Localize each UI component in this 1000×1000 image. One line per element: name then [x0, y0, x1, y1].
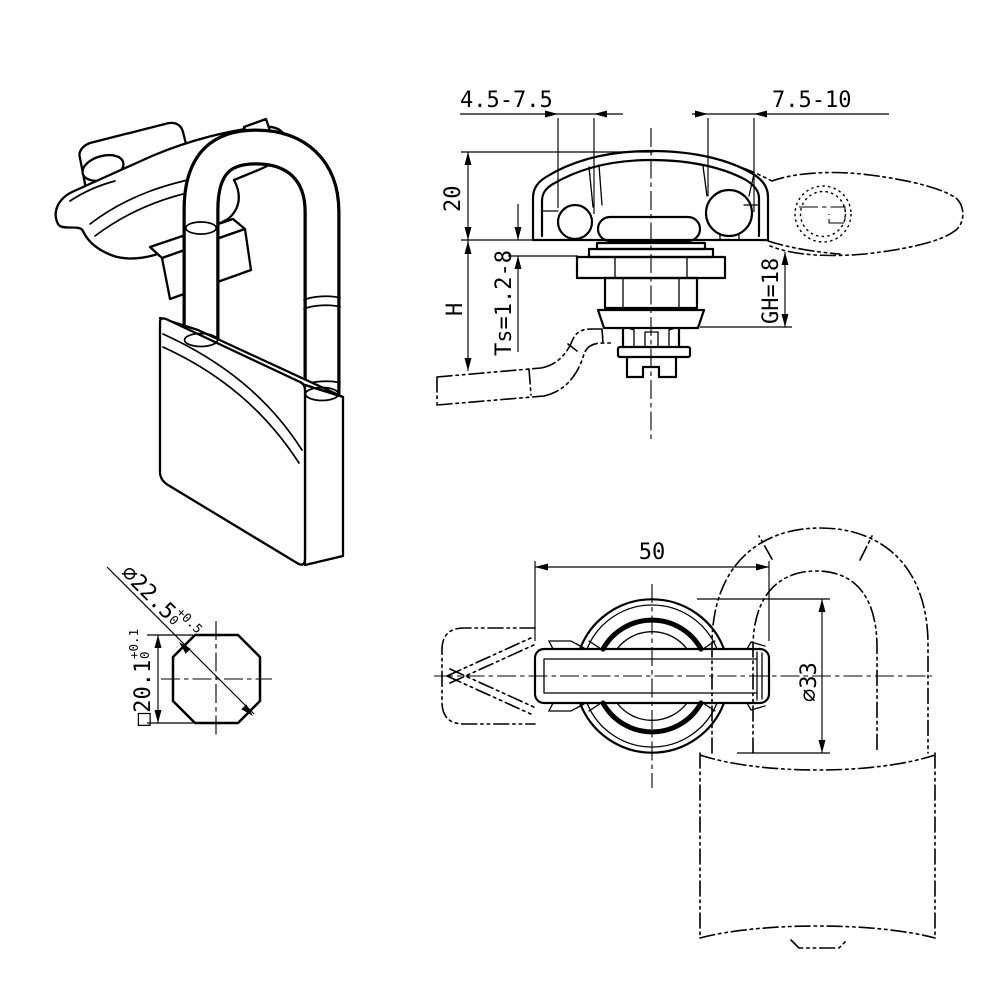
top-view: 50 ⌀33	[434, 527, 936, 949]
top-dim-lines	[534, 561, 830, 754]
front-fastening-stack	[575, 241, 727, 379]
top-dome-edge-arcs	[586, 604, 718, 748]
top-knob	[533, 598, 771, 754]
dim-grip-height-label: GH=18	[759, 258, 784, 324]
top-dome-outer-arcs	[578, 598, 726, 754]
front-knob-inner-details	[541, 164, 760, 241]
top-lock-body-phantom	[699, 752, 936, 949]
dim-cutout-square-tol-upper: +0.1	[126, 629, 141, 659]
front-knob-outline	[531, 149, 770, 242]
front-phantom-knob-side	[739, 166, 964, 257]
dim-cutout-square-label: □20.1	[131, 660, 156, 726]
front-cam-phantom-outline	[436, 328, 613, 406]
front-dim-lines	[460, 113, 889, 371]
top-cam-phantom-outline	[441, 627, 537, 725]
iso-shackle	[182, 128, 341, 400]
cutout-centerlines	[161, 621, 272, 737]
top-wing-bar-details	[543, 640, 766, 712]
front-knob-side-phantom-outline	[739, 166, 964, 257]
front-knob	[531, 149, 770, 243]
lock-body-side-face	[303, 383, 345, 567]
top-grip-torus-arcs	[600, 617, 704, 735]
top-shackle-phantom	[711, 527, 929, 754]
front-grip-recess	[596, 215, 702, 243]
front-cam-washer	[616, 345, 692, 359]
iso-view	[54, 117, 345, 567]
front-threaded-body	[603, 276, 699, 310]
front-padlock-hole-right	[704, 188, 754, 238]
dim-installed-height-label: H	[443, 303, 468, 316]
dim-knob-width-label: 50	[639, 540, 666, 565]
lock-body-shoulder-seams	[162, 333, 303, 464]
dim-cutout-square-tol-lower: 0	[137, 651, 152, 659]
shackle-tube-inner	[185, 131, 338, 400]
cutout-dim-lines	[106, 566, 255, 724]
front-phantom-cam	[436, 328, 613, 406]
front-cam-foot	[625, 355, 678, 379]
dim-clamp-right-label: 7.5-10	[772, 88, 851, 113]
front-padlock-hole-left	[556, 203, 594, 241]
lock-body-front-face	[158, 317, 307, 566]
top-phantom-cam	[441, 627, 537, 725]
top-dome-inner-arcs	[616, 631, 688, 721]
front-stack-details	[614, 256, 688, 348]
front-padlock-hole-phantom-inner	[799, 190, 847, 238]
shackle-entry-left	[183, 332, 219, 348]
iso-lock-body	[158, 316, 345, 567]
cutout-octagon	[171, 633, 262, 725]
front-padlock-hole-phantom-outer	[794, 185, 852, 243]
dim-panel-thickness-label: Ts=1.2-8	[492, 250, 517, 356]
dim-knob-diameter-label: ⌀33	[797, 662, 822, 702]
top-dimensions: 50 ⌀33	[534, 540, 830, 754]
front-flange	[596, 308, 706, 349]
shackle-seam-knob-exit	[184, 221, 218, 235]
dim-clamp-left-label: 4.5-7.5	[460, 88, 553, 113]
top-wing-bar	[533, 647, 771, 705]
shackle-entry-right	[304, 386, 340, 402]
front-dimensions: 4.5-7.5 7.5-10 20 H Ts=1.2-8 GH=18	[441, 88, 889, 371]
dim-knob-height-label: 20	[441, 186, 466, 213]
top-phantom-padlock	[699, 527, 936, 949]
front-shackle-hook-phantom	[799, 206, 846, 224]
front-view: 4.5-7.5 7.5-10 20 H Ts=1.2-8 GH=18	[436, 88, 964, 442]
